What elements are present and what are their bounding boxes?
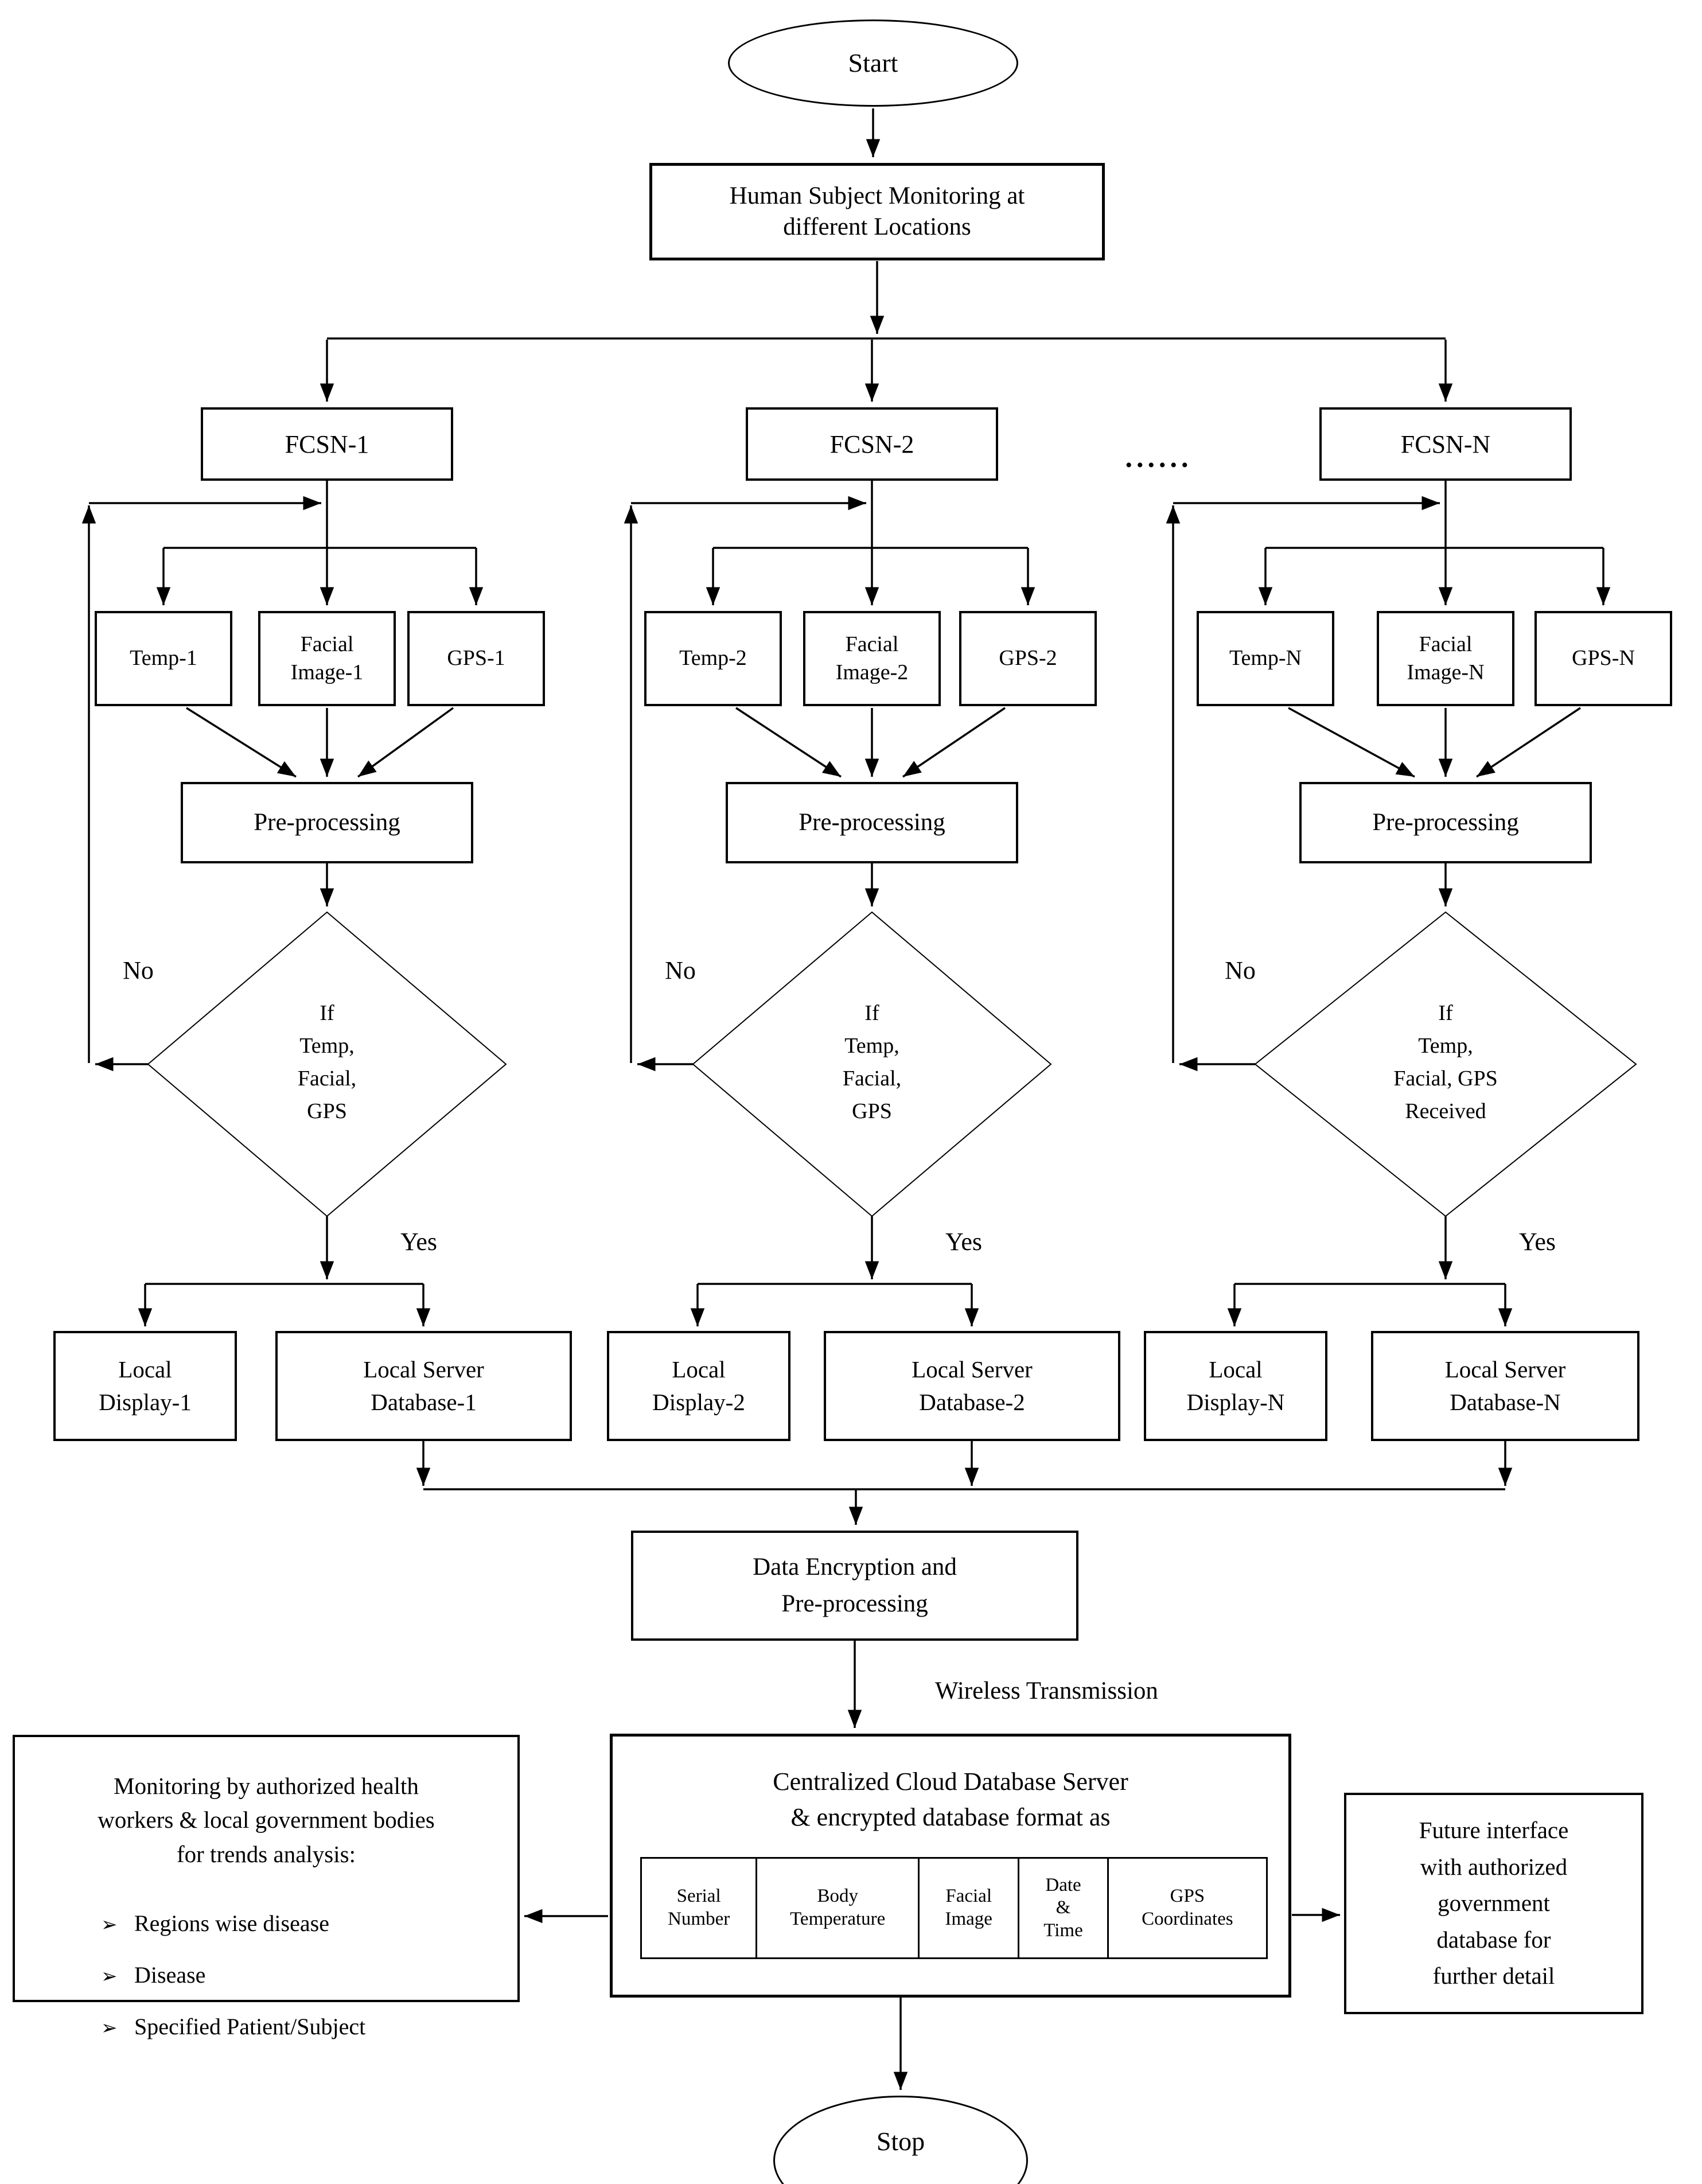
temp-1-box: Temp-1 [95,611,232,706]
connectors [81,108,1611,2090]
ellipsis-dots: ...... [1125,441,1193,473]
bullet-label: Specified Patient/Subject [134,2014,366,2040]
table-header-gps-coordinates: GPS Coordinates [1142,1886,1233,1929]
yes-label-1: Yes [400,1228,438,1256]
cloud-title: Centralized Cloud Database Server & encr… [773,1768,1128,1831]
local-server-database-1-box: Local Server Database-1 [275,1331,572,1441]
future-interface-box: Future interface with authorized governm… [1344,1793,1643,2014]
decision-1-label: If Temp, Facial, GPS [297,1001,357,1123]
no-label-1: No [123,956,154,985]
facial-image-1-box: Facial Image-1 [258,611,396,706]
list-item: ➢ Regions wise disease [101,1909,517,1938]
decision-2-label: If Temp, Facial, GPS [842,1001,902,1123]
preprocessing-1-box: Pre-processing [181,782,473,863]
local-display-n-box: Local Display-N [1144,1331,1327,1441]
human-subject-monitoring-box: Human Subject Monitoring at different Lo… [649,163,1105,260]
monitoring-heading: Monitoring by authorized health workers … [98,1773,435,1867]
local-display-1-box: Local Display-1 [53,1331,237,1441]
list-item: ➢ Specified Patient/Subject [101,2012,517,2041]
no-label-n: No [1225,956,1256,985]
wireless-transmission-label: Wireless Transmission [935,1677,1158,1705]
start-terminal: Start [728,20,1018,107]
bullet-label: Disease [134,1962,206,1988]
temp-n-box: Temp-N [1197,611,1334,706]
decision-diamond-n [1254,911,1637,1217]
decision-n-label: If Temp, Facial, GPS Received [1393,1001,1498,1123]
decision-diamond-2 [692,911,1052,1217]
table-header-serial-number: Serial Number [642,1859,758,1957]
table-header-facial-image: Facial Image [920,1859,1020,1957]
data-encryption-box: Data Encryption and Pre-processing [631,1531,1078,1641]
arrow-bullet-icon: ➢ [101,1914,118,1936]
no-label-2: No [665,956,696,985]
yes-label-2: Yes [945,1228,983,1256]
list-item: ➢ Disease [101,1961,517,1990]
local-display-2-box: Local Display-2 [607,1331,790,1441]
local-server-database-n-box: Local Server Database-N [1371,1331,1639,1441]
preprocessing-2-box: Pre-processing [726,782,1018,863]
facial-image-n-box: Facial Image-N [1377,611,1514,706]
fcsn-2-box: FCSN-2 [746,407,998,481]
monitoring-bullet-list: ➢ Regions wise disease ➢ Disease ➢ Speci… [15,1898,517,2064]
centralized-cloud-database-box: Centralized Cloud Database Server & encr… [610,1734,1291,1998]
monitoring-analysis-box: Monitoring by authorized health workers … [13,1735,520,2039]
fcsn-1-box: FCSN-1 [201,407,453,481]
yes-label-n: Yes [1518,1228,1556,1256]
gps-2-box: GPS-2 [959,611,1097,706]
gps-1-box: GPS-1 [407,611,545,706]
table-header-date-time: Date & Time [1019,1859,1109,1957]
arrow-bullet-icon: ➢ [101,2018,118,2039]
table-header-body-temperature: Body Temperature [757,1859,920,1957]
decision-diamond-1 [147,911,507,1217]
decision-diamonds [147,911,1637,1217]
facial-image-2-box: Facial Image-2 [803,611,941,706]
bullet-label: Regions wise disease [134,1910,329,1937]
fcsn-n-box: FCSN-N [1319,407,1572,481]
local-server-database-2-box: Local Server Database-2 [824,1331,1120,1441]
preprocessing-n-box: Pre-processing [1299,782,1592,863]
arrow-bullet-icon: ➢ [101,1966,118,1988]
gps-n-box: GPS-N [1534,611,1672,706]
temp-2-box: Temp-2 [644,611,782,706]
encrypted-database-table: Serial Number Body Temperature Facial Im… [640,1857,1268,1959]
